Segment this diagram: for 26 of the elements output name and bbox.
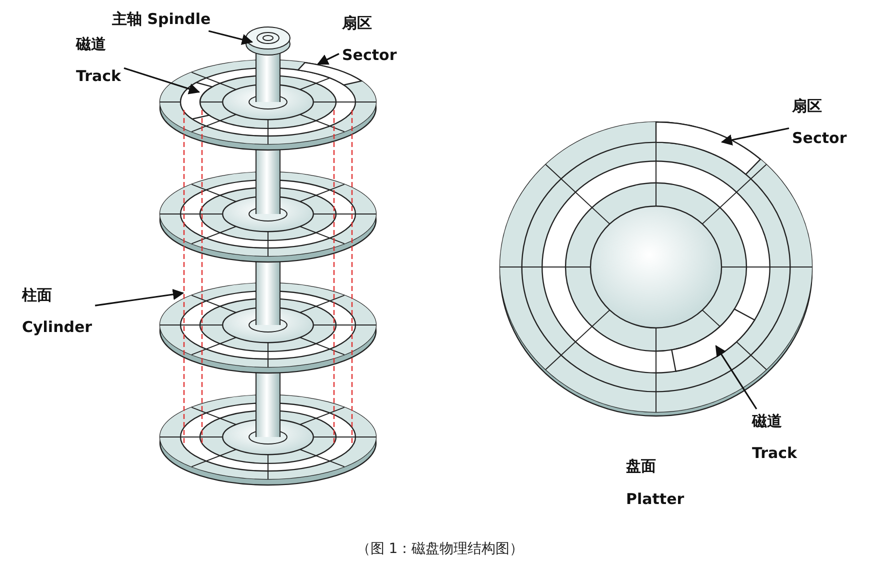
part-label: Cylinder	[22, 318, 92, 336]
part-label: 主轴 Spindle	[112, 10, 211, 28]
part-label: 磁道	[76, 35, 106, 53]
part-label: 柱面	[22, 286, 52, 304]
part-label: 磁道	[752, 412, 782, 430]
sector-segment	[655, 121, 761, 175]
leader-line	[720, 127, 790, 146]
leader-line	[317, 53, 340, 65]
leader-line	[124, 67, 200, 94]
leader-line	[715, 345, 758, 410]
track-segment	[180, 82, 213, 120]
part-label: 盘面	[626, 457, 656, 475]
spindle-cap	[246, 26, 290, 56]
part-label: Platter	[626, 490, 684, 508]
part-label: Sector	[792, 129, 847, 147]
track-segment	[671, 308, 756, 372]
part-label: 扇区	[342, 14, 372, 32]
leader-line	[208, 30, 254, 45]
part-label: Track	[76, 67, 121, 85]
sector-segment	[297, 62, 362, 86]
part-label: Sector	[342, 46, 397, 64]
leader-line	[94, 288, 184, 306]
part-label: Track	[752, 444, 797, 462]
part-label: 扇区	[792, 97, 822, 115]
dashed-cylinder-outline	[183, 110, 353, 445]
figure-caption: （图 1：磁盘物理结构图）	[356, 541, 524, 557]
